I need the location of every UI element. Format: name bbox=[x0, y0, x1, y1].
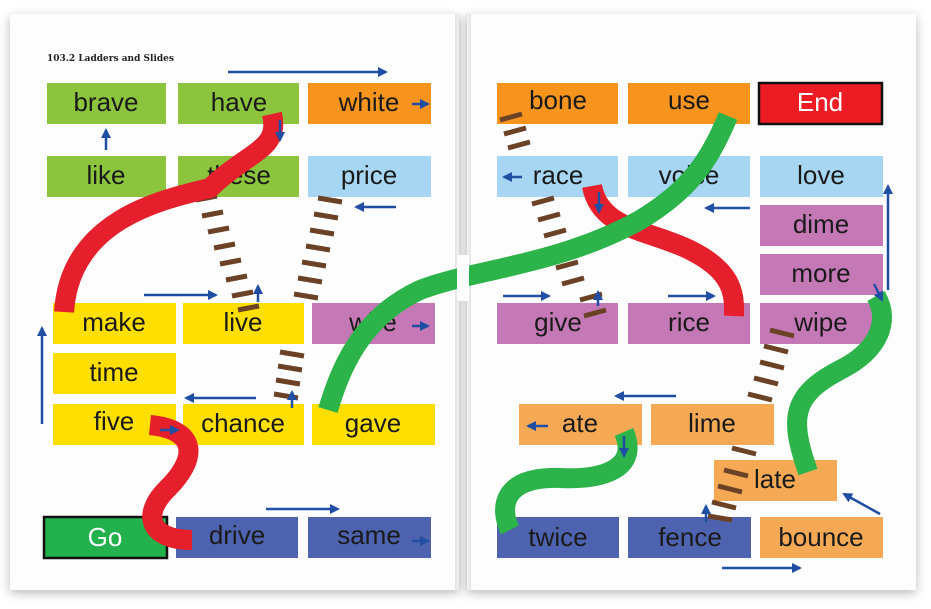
ladder-live-these bbox=[195, 193, 260, 313]
svg-text:like: like bbox=[86, 160, 125, 190]
svg-text:gave: gave bbox=[345, 408, 401, 438]
cell-ate: ate bbox=[519, 404, 642, 445]
cell-fence: fence bbox=[628, 517, 751, 558]
cell-time: time bbox=[53, 353, 176, 394]
cell-five: five bbox=[53, 404, 176, 445]
ladder-fence-wipe bbox=[707, 327, 795, 523]
svg-text:make: make bbox=[82, 307, 146, 337]
svg-text:fence: fence bbox=[658, 522, 722, 552]
cell-end: End bbox=[757, 81, 884, 126]
cell-wipe: wipe bbox=[760, 303, 883, 344]
cell-same: same bbox=[308, 517, 431, 558]
svg-text:price: price bbox=[341, 160, 397, 190]
svg-text:have: have bbox=[211, 87, 267, 117]
slide-have-to-make bbox=[54, 111, 284, 313]
svg-text:chance: chance bbox=[201, 408, 285, 438]
svg-text:time: time bbox=[89, 357, 138, 387]
ladder-live-price bbox=[293, 195, 343, 301]
page-header: 103.2 Ladders and Slides bbox=[47, 54, 174, 64]
cell-drive: drive bbox=[176, 517, 298, 558]
svg-text:white: white bbox=[338, 87, 400, 117]
slide-more-to-late bbox=[787, 290, 892, 476]
cell-more: more bbox=[760, 254, 883, 295]
cell-dime: dime bbox=[760, 205, 883, 246]
svg-text:five: five bbox=[94, 406, 134, 436]
cell-bounce: bounce bbox=[760, 517, 883, 558]
svg-text:use: use bbox=[668, 85, 710, 115]
arrow-down-slide-more bbox=[872, 283, 884, 302]
svg-text:bone: bone bbox=[529, 85, 587, 115]
slide-race-to-rice bbox=[582, 183, 745, 317]
cell-lime: lime bbox=[651, 404, 774, 445]
cell-make: make bbox=[53, 303, 176, 344]
svg-text:wipe: wipe bbox=[793, 307, 847, 337]
spine-gap bbox=[457, 255, 469, 301]
cell-bone: bone bbox=[497, 83, 618, 124]
svg-text:bounce: bounce bbox=[778, 522, 863, 552]
cell-white: white bbox=[308, 83, 431, 124]
slide-five-to-drive bbox=[142, 415, 199, 550]
arrow-up-left-bounce bbox=[842, 492, 881, 516]
svg-text:late: late bbox=[754, 464, 796, 494]
svg-text:same: same bbox=[337, 520, 401, 550]
svg-text:drive: drive bbox=[209, 520, 265, 550]
svg-text:brave: brave bbox=[73, 87, 138, 117]
svg-text:race: race bbox=[533, 160, 584, 190]
ladder-chance-live bbox=[273, 349, 305, 401]
cell-love: love bbox=[760, 156, 883, 197]
ladder-give-bone bbox=[499, 111, 607, 319]
cell-use: use bbox=[628, 83, 750, 124]
cell-brave: brave bbox=[47, 83, 166, 124]
cell-late: late bbox=[714, 460, 837, 501]
svg-text:End: End bbox=[797, 87, 843, 117]
svg-text:rice: rice bbox=[668, 307, 710, 337]
svg-text:give: give bbox=[534, 307, 582, 337]
book-spine bbox=[455, 14, 471, 590]
svg-text:live: live bbox=[223, 307, 262, 337]
svg-text:love: love bbox=[797, 160, 845, 190]
cell-like: like bbox=[47, 156, 166, 197]
svg-text:more: more bbox=[791, 258, 850, 288]
slide-use-to-gave bbox=[318, 112, 738, 413]
cell-price: price bbox=[308, 156, 431, 197]
slide-ate-to-twice bbox=[495, 428, 638, 535]
svg-text:lime: lime bbox=[688, 408, 736, 438]
svg-text:Go: Go bbox=[88, 522, 123, 552]
cell-chance: chance bbox=[183, 404, 304, 445]
svg-text:twice: twice bbox=[528, 522, 587, 552]
svg-text:ate: ate bbox=[562, 408, 598, 438]
svg-text:dime: dime bbox=[793, 209, 849, 239]
